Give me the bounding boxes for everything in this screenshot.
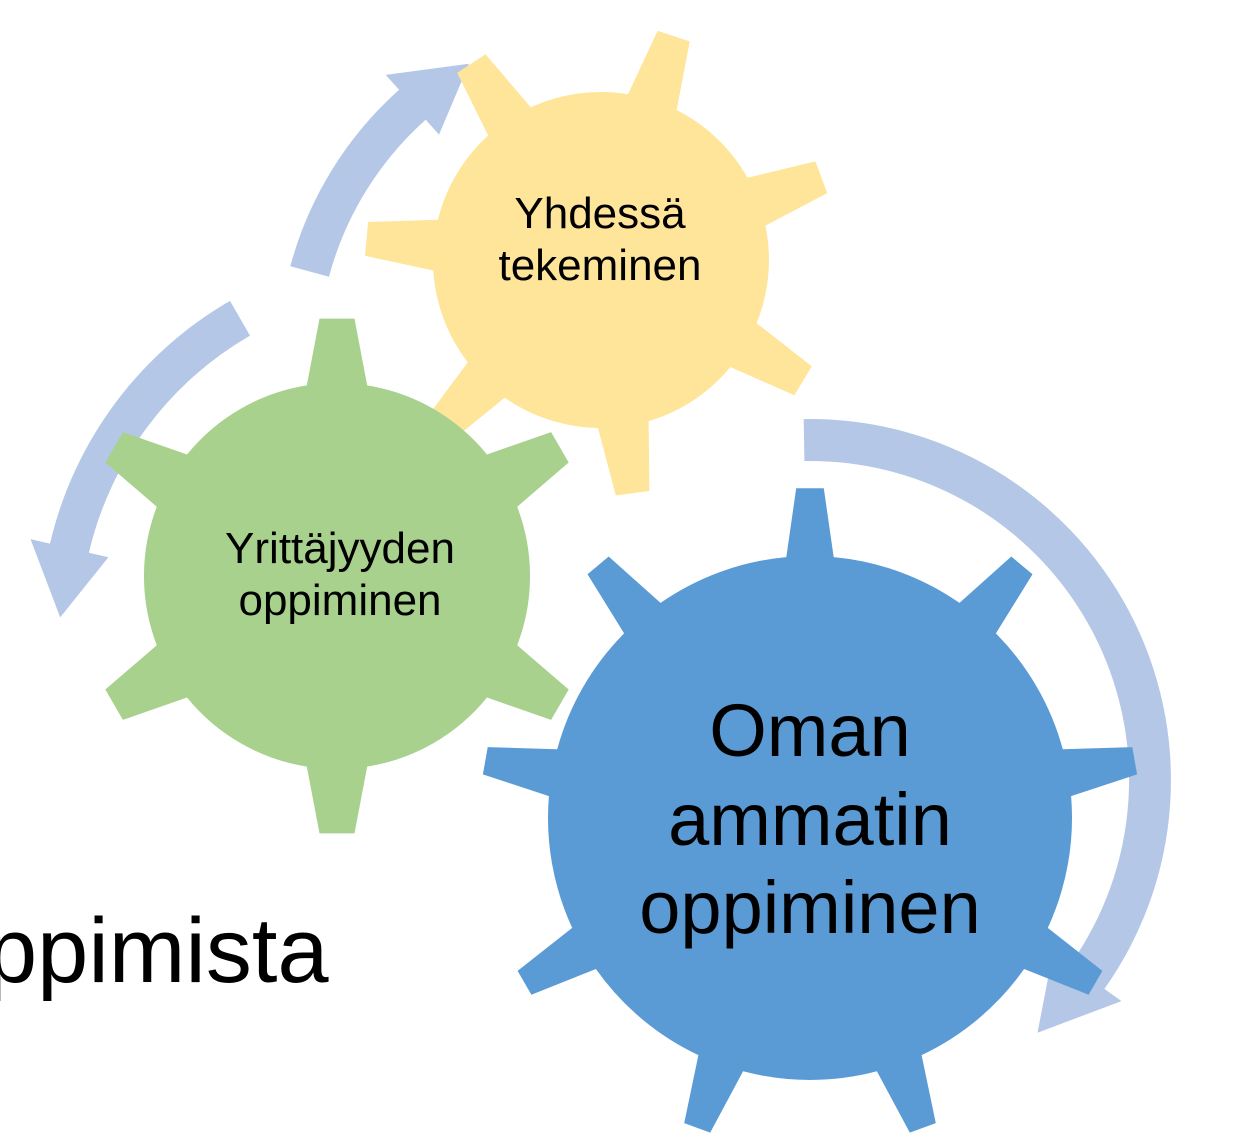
green-gear-label: Yrittäjyyden oppiminen (180, 515, 500, 635)
blue-gear-shape (482, 488, 1138, 1133)
blue-gear-label-line3: oppiminen (639, 866, 981, 950)
green-gear-shape (105, 318, 569, 834)
blue-gear-label: Oman ammatin oppiminen (580, 680, 1040, 960)
yellow-gear-label-line1: Yhdessä (514, 189, 686, 239)
yellow-gear-label: Yhdessä tekeminen (460, 180, 740, 300)
cycle-arrow-top (290, 63, 469, 277)
blue-gear-label-line1: Oman (709, 688, 911, 772)
cycle-arrow-right (803, 419, 1171, 1033)
cycle-arrow-left (30, 300, 250, 618)
green-gear-label-line2: oppiminen (238, 576, 442, 625)
blue-gear-label-line2: ammatin (668, 777, 952, 861)
green-gear-label-line1: Yrittäjyyden (225, 524, 455, 574)
partial-title-text: ppimista (0, 900, 329, 1002)
yellow-gear-shape (365, 30, 828, 496)
yellow-gear-label-line2: tekeminen (498, 241, 702, 290)
